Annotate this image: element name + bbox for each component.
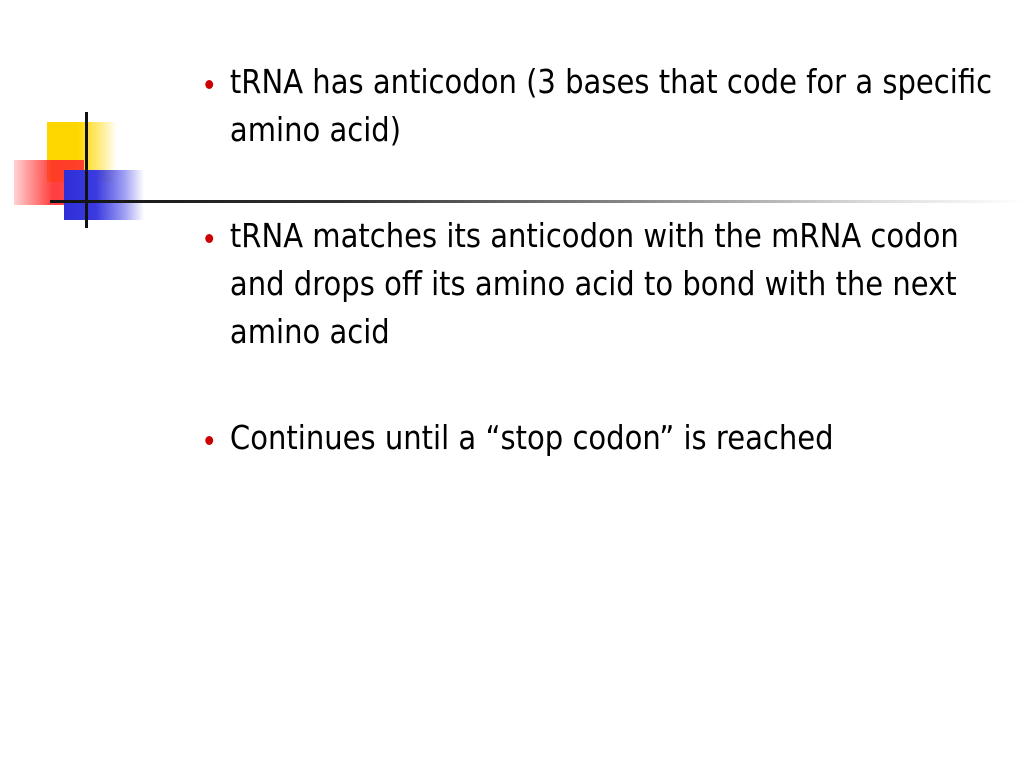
bullet-dot-icon	[205, 234, 214, 243]
bullet-text: tRNA has anticodon (3 bases that code fo…	[229, 62, 993, 149]
bullet-item: tRNA has anticodon (3 bases that code fo…	[200, 58, 1022, 154]
bullet-list: tRNA has anticodon (3 bases that code fo…	[200, 58, 1010, 462]
horizontal-rule-line	[50, 200, 1024, 203]
decorative-corner-graphic	[0, 0, 200, 240]
bullet-item: tRNA matches its anticodon with the mRNA…	[200, 212, 1022, 356]
bullet-item: Continues until a “stop codon” is reache…	[200, 414, 1022, 462]
blue-square-shape	[64, 170, 144, 220]
bullet-dot-icon	[205, 436, 214, 445]
bullet-text: Continues until a “stop codon” is reache…	[229, 418, 834, 457]
bullet-dot-icon	[205, 80, 214, 89]
vertical-rule-line	[85, 112, 88, 228]
bullet-text: tRNA matches its anticodon with the mRNA…	[229, 216, 959, 351]
